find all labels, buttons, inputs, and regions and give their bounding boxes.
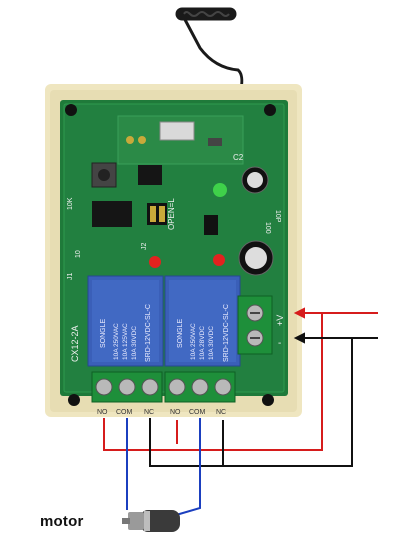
terminal-label-com2: COM bbox=[189, 409, 206, 416]
relay-model: SRD-12VDC-SL-C bbox=[223, 304, 230, 362]
ic-chip bbox=[138, 165, 162, 185]
dc-minus-label: - bbox=[278, 338, 281, 349]
red-led bbox=[149, 256, 161, 268]
capacitor bbox=[241, 166, 269, 194]
relay-rating: 10A 28VDC bbox=[199, 326, 206, 360]
transistor bbox=[204, 215, 218, 235]
terminal-label-nc2: NC bbox=[216, 409, 226, 416]
r100-label: 100 bbox=[264, 222, 271, 234]
model-label: CX12-2A bbox=[70, 325, 80, 362]
relay-rating: 10A 125VAC bbox=[122, 323, 129, 360]
terminal-label-no2: NO bbox=[170, 409, 181, 416]
motor-label: motor bbox=[40, 513, 84, 530]
terminal-label-no1: NO bbox=[97, 409, 108, 416]
jumper-header bbox=[147, 203, 167, 225]
j2-label: J2 bbox=[141, 243, 148, 251]
relay-rating: 10A 30VDC bbox=[131, 326, 138, 360]
red-wire bbox=[103, 312, 378, 451]
j1-label: J1 bbox=[67, 273, 74, 281]
r10k-label: 10K bbox=[67, 197, 74, 210]
relay-rating: 10A 250VAC bbox=[190, 323, 197, 360]
terminal-label-com1: COM bbox=[116, 409, 133, 416]
relay-rating: 10A 30VDC bbox=[208, 326, 215, 360]
open-label: OPEN=L bbox=[167, 198, 176, 230]
screw-hole bbox=[264, 104, 276, 116]
black-wire bbox=[149, 337, 378, 467]
output-terminal-block bbox=[91, 371, 236, 403]
power-terminal bbox=[237, 295, 273, 355]
screw-hole bbox=[68, 394, 80, 406]
r10-label: 10 bbox=[75, 250, 82, 258]
terminal-label-nc1: NC bbox=[144, 409, 154, 416]
screw-hole bbox=[262, 394, 274, 406]
relay-brand: SONGLE bbox=[177, 318, 184, 348]
green-led bbox=[213, 183, 227, 197]
blue-wire bbox=[175, 418, 201, 516]
red-led bbox=[213, 254, 225, 266]
rf-module bbox=[117, 115, 244, 165]
arrow-head bbox=[293, 307, 305, 319]
relay-1: SONGLE 10A 250VAC 10A 125VAC 10A 30VDC S… bbox=[87, 275, 164, 367]
capacitor bbox=[238, 240, 274, 276]
relay-2: SONGLE 10A 250VAC 10A 28VDC 10A 30VDC SR… bbox=[164, 275, 241, 367]
wiring bbox=[103, 307, 378, 516]
relay-model: SRD-12VDC-SL-C bbox=[145, 304, 152, 362]
screw-hole bbox=[65, 104, 77, 116]
arrow-head bbox=[293, 332, 305, 344]
ic-chip bbox=[92, 201, 132, 227]
r10p-label: 10P bbox=[274, 210, 281, 223]
relay-brand: SONGLE bbox=[100, 318, 107, 348]
c2-label: C2 bbox=[233, 153, 244, 162]
dc-plus-label: +V bbox=[275, 315, 285, 326]
relay-rating: 10A 250VAC bbox=[113, 323, 120, 360]
motor-image bbox=[122, 510, 180, 532]
learn-button bbox=[91, 162, 117, 188]
